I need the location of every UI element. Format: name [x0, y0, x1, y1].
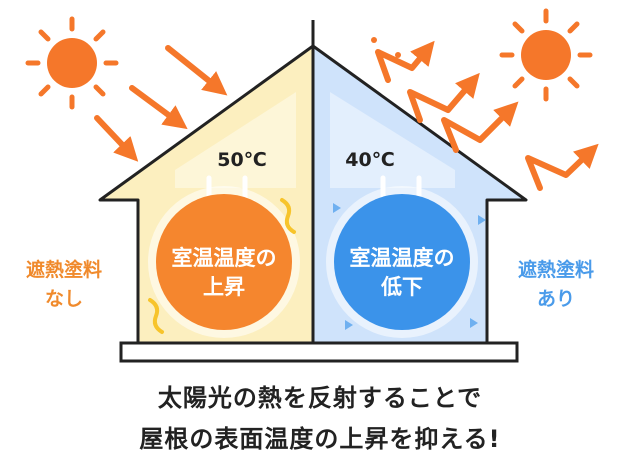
label-no-coating-line1: 遮熱塗料: [25, 259, 102, 281]
cool-bubble-text-2: 低下: [380, 275, 423, 299]
sun-icon: [499, 8, 593, 102]
heat-arrow-icon: [94, 115, 139, 162]
label-with-coating: 遮熱塗料 あり: [496, 256, 616, 314]
temperature-left: 50℃: [217, 149, 266, 171]
cool-bubble: [334, 194, 470, 330]
hot-bubble-text-1: 室温温度の: [172, 246, 277, 270]
heat-arrow-icon: [165, 45, 228, 96]
caption-line2: 屋根の表面温度の上昇を抑える!: [139, 425, 501, 453]
house-base: [119, 341, 519, 363]
cool-light-patch: [330, 92, 455, 188]
cool-bubble-text-1: 室温温度の: [350, 246, 455, 270]
reflect-arrow-icon: [407, 72, 480, 123]
reflect-arrow-icon: [525, 143, 599, 191]
sun-icon: [25, 16, 119, 110]
heat-squiggles: [148, 198, 296, 334]
reflect-arrows: [371, 37, 599, 191]
hot-bubble: [156, 194, 292, 330]
heat-arrows: [94, 45, 228, 162]
cool-sparkles: [333, 203, 486, 330]
reflect-arrow-icon: [375, 40, 435, 83]
label-no-coating: 遮熱塗料 なし: [4, 256, 124, 314]
hot-bubble-text-2: 上昇: [203, 275, 245, 299]
label-with-coating-line2: あり: [536, 288, 575, 310]
warm-light-patch: [175, 92, 296, 188]
temperature-right: 40℃: [345, 149, 394, 171]
label-no-coating-line2: なし: [44, 288, 83, 310]
caption-line1: 太陽光の熱を反射することで: [157, 384, 483, 412]
reflect-arrow-icon: [441, 101, 519, 153]
heat-arrow-icon: [129, 85, 188, 130]
label-with-coating-line1: 遮熱塗料: [517, 259, 594, 281]
